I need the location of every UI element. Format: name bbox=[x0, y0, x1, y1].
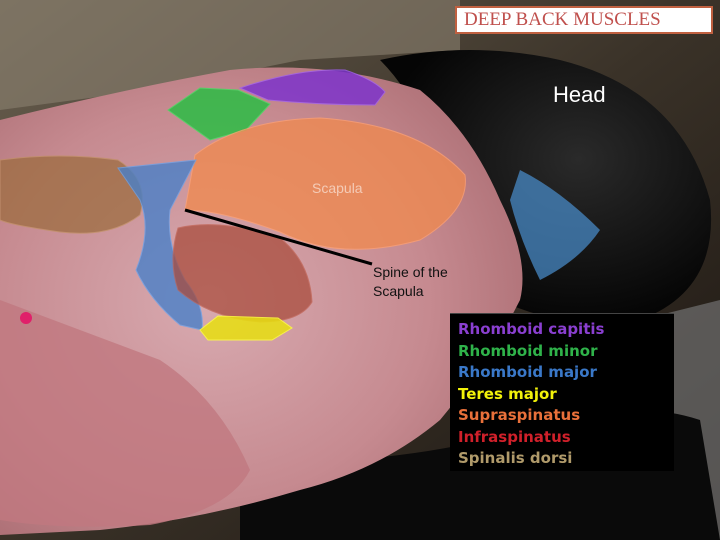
spine-label-line2: Scapula bbox=[373, 283, 424, 299]
legend-item: Supraspinatus bbox=[458, 406, 581, 424]
pin-marker bbox=[20, 312, 32, 324]
scapula-label: Scapula bbox=[312, 180, 363, 196]
spine-label-line1: Spine of the bbox=[373, 264, 448, 280]
spine-of-scapula-label: Spine of the Scapula bbox=[373, 263, 483, 301]
legend-item: Rhomboid major bbox=[458, 363, 597, 381]
rhomboid-minor-region bbox=[167, 87, 271, 141]
legend-item: Rhomboid capitis bbox=[458, 320, 605, 338]
spine-pointer-line bbox=[184, 208, 373, 266]
spinalis-dorsi-region bbox=[0, 155, 143, 234]
teres-major-region bbox=[199, 315, 293, 341]
legend-item: Rhomboid minor bbox=[458, 341, 598, 360]
legend-item: Teres major bbox=[458, 384, 557, 403]
muscle-legend: Rhomboid capitis Rhomboid minor Rhomboid… bbox=[450, 313, 674, 471]
supraspinatus-region bbox=[184, 117, 466, 250]
rhomboid-capitis-region bbox=[238, 69, 386, 106]
slide-title: DEEP BACK MUSCLES bbox=[455, 6, 713, 34]
blue-dye bbox=[510, 170, 600, 280]
head-label: Head bbox=[553, 82, 606, 107]
plastic-sheet bbox=[0, 0, 460, 110]
legend-item: Infraspinatus bbox=[458, 427, 571, 446]
legend-item: Spinalis dorsi bbox=[458, 449, 573, 467]
shoulder-tissue bbox=[0, 300, 250, 527]
